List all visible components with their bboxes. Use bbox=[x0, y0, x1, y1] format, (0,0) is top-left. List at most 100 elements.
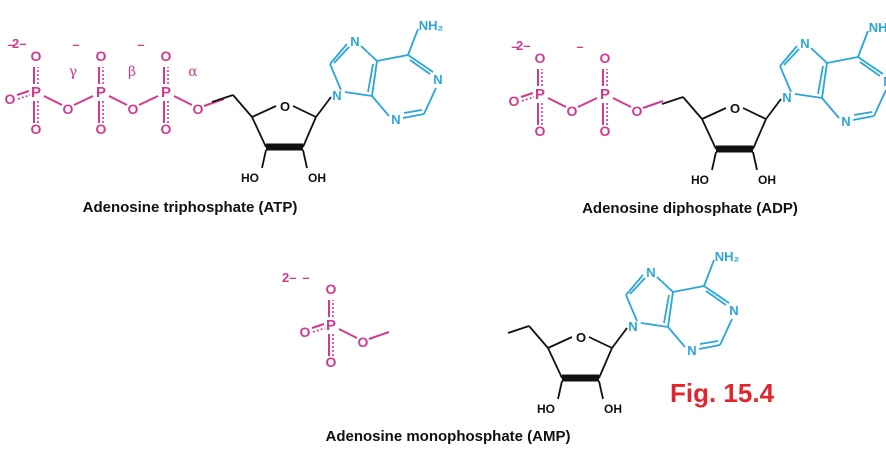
glycosidic-bond bbox=[315, 96, 332, 118]
oxygen-atom: O bbox=[509, 93, 520, 109]
c8-n7-bond bbox=[329, 43, 348, 65]
oxygen-atom: O bbox=[31, 48, 42, 64]
oxygen-atom: O bbox=[326, 354, 337, 370]
amine-group: NH₂ bbox=[419, 18, 444, 33]
negative-charge: – bbox=[302, 270, 309, 285]
c3-oh-bond bbox=[557, 380, 563, 400]
oxygen-atom: O bbox=[600, 50, 611, 66]
o-p-bond bbox=[73, 95, 94, 106]
nitrogen-9: N bbox=[782, 90, 791, 105]
c8-n7-double bbox=[629, 277, 646, 295]
ring-oxygen: O bbox=[576, 330, 586, 345]
n3-c4-bond bbox=[667, 326, 686, 348]
negative-charge: – bbox=[72, 37, 79, 52]
glycosidic-bond bbox=[765, 98, 782, 120]
c2-n3-double bbox=[699, 340, 719, 345]
p-o-partial-bond bbox=[312, 327, 326, 333]
c1-c2-bond bbox=[752, 118, 767, 150]
c3-oh-bond bbox=[261, 149, 267, 169]
c8-n7-double bbox=[783, 48, 800, 66]
phosphorus-atom: P bbox=[535, 86, 545, 103]
p-o-bond bbox=[108, 95, 128, 106]
c2-oh-bond bbox=[752, 151, 758, 171]
phosphate-position-label: α bbox=[188, 64, 198, 80]
n9-c8-bond bbox=[779, 65, 792, 93]
o-p-bond bbox=[577, 97, 598, 108]
bridging-oxygen: O bbox=[632, 103, 643, 119]
c8-n7-bond bbox=[779, 45, 798, 67]
n1-c2-bond bbox=[423, 87, 437, 115]
nitrogen-7: N bbox=[646, 265, 655, 280]
c1-c2-bond bbox=[598, 347, 613, 379]
o-c1-bond bbox=[742, 107, 767, 120]
p-o-bond bbox=[43, 95, 63, 106]
n7-c5-bond bbox=[360, 45, 378, 62]
ring-oxygen: O bbox=[730, 101, 740, 116]
hydroxyl-2: OH bbox=[308, 171, 326, 185]
oxygen-atom: O bbox=[326, 281, 337, 297]
c4-bond bbox=[682, 96, 703, 120]
hydroxyl-2: OH bbox=[604, 402, 622, 416]
oxygen-atom: O bbox=[161, 48, 172, 64]
c5-c6-bond bbox=[826, 56, 859, 64]
bridging-oxygen: O bbox=[128, 101, 139, 117]
p-o-bond bbox=[173, 95, 193, 106]
c6-n1-double bbox=[859, 61, 881, 77]
c8-n7-double bbox=[333, 46, 350, 64]
o-c1-bond bbox=[588, 336, 613, 349]
c6-n1-double bbox=[409, 59, 431, 75]
n9-c8-bond bbox=[625, 294, 638, 322]
bridging-oxygen: O bbox=[63, 101, 74, 117]
c4-c5-bond bbox=[667, 291, 674, 328]
p-o-bond bbox=[16, 90, 30, 96]
c2-n3-bond bbox=[698, 344, 721, 350]
hydroxyl-2: OH bbox=[758, 173, 776, 187]
c5-c6-bond bbox=[672, 285, 705, 293]
n9-c4-bond bbox=[344, 91, 373, 97]
oxygen-atom: O bbox=[535, 123, 546, 139]
c4-o-bond bbox=[251, 105, 277, 118]
n1-c2-bond bbox=[873, 89, 886, 117]
c5-c6-bond bbox=[376, 54, 409, 62]
amine-group: NH₂ bbox=[869, 20, 886, 35]
c5-c4-bond bbox=[661, 96, 684, 105]
c4-c5-bond bbox=[371, 60, 378, 97]
ester-bond bbox=[642, 100, 664, 109]
nitrogen-1: N bbox=[433, 72, 442, 87]
c2-n3-bond bbox=[852, 115, 875, 121]
p-o-bond bbox=[520, 92, 534, 98]
c2-oh-bond bbox=[598, 380, 604, 400]
c6-amine-bond bbox=[703, 259, 715, 287]
bridging-oxygen: O bbox=[567, 103, 578, 119]
c4-o-bond bbox=[701, 107, 727, 120]
molecule-caption: Adenosine monophosphate (AMP) bbox=[326, 428, 571, 445]
nitrogen-7: N bbox=[800, 36, 809, 51]
c6-n1-double bbox=[705, 290, 727, 306]
phosphorus-atom: P bbox=[326, 317, 336, 334]
ester-bond bbox=[368, 331, 390, 340]
nitrogen-3: N bbox=[687, 343, 696, 358]
amine-group: NH₂ bbox=[715, 249, 740, 264]
c6-n1-bond bbox=[407, 54, 434, 73]
hydroxyl-3: HO bbox=[241, 171, 259, 185]
c4-c5-bond bbox=[821, 62, 828, 99]
c4-c3-bond bbox=[251, 116, 267, 148]
c4-c5-double bbox=[367, 63, 374, 93]
p-o-bond bbox=[311, 323, 325, 329]
net-charge: 2– bbox=[516, 38, 530, 53]
hydroxyl-3: HO bbox=[537, 402, 555, 416]
p-o-partial-bond bbox=[521, 96, 535, 102]
glycosidic-bond bbox=[611, 327, 628, 349]
net-charge: 2– bbox=[282, 270, 296, 285]
oxygen-atom: O bbox=[31, 121, 42, 137]
negative-charge: – bbox=[576, 39, 583, 54]
nitrogen-9: N bbox=[628, 319, 637, 334]
c2-n3-bond bbox=[402, 113, 425, 119]
c6-amine-bond bbox=[857, 30, 869, 58]
oxygen-atom: O bbox=[600, 123, 611, 139]
